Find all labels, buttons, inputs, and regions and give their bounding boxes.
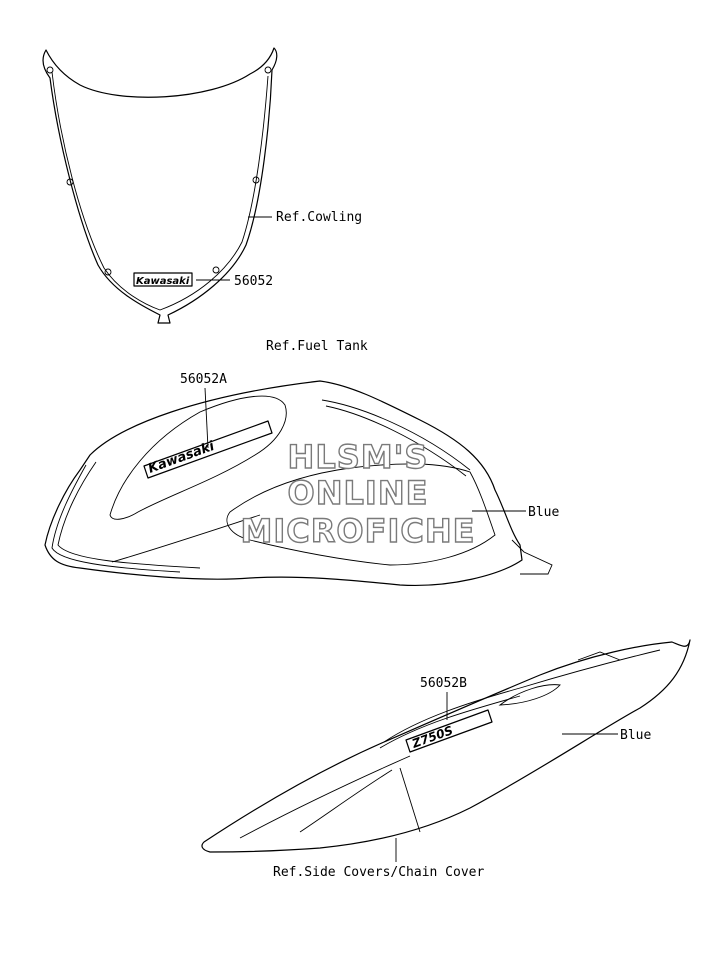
side-logo-decal [405, 709, 493, 753]
tank-logo-decal [143, 420, 273, 479]
windshield-logo-text: Kawasaki [136, 276, 190, 287]
tank-logo-text: Kawasaki [146, 439, 217, 477]
watermark-line2: ONLINE [288, 474, 429, 512]
side-cover-drawing: Z750S [201, 639, 691, 862]
label-ref-side-covers: Ref.Side Covers/Chain Cover [273, 865, 484, 880]
watermark-line3: MICROFICHE [241, 512, 476, 550]
windshield-drawing: Kawasaki [42, 47, 278, 324]
label-blue-side: Blue [620, 728, 651, 743]
label-part-56052: 56052 [234, 274, 273, 289]
label-blue-tank: Blue [528, 505, 559, 520]
label-ref-cowling: Ref.Cowling [276, 210, 362, 225]
watermark-line1: HLSM'S [288, 438, 429, 476]
label-ref-fuel-tank: Ref.Fuel Tank [266, 339, 368, 354]
label-part-56052B: 56052B [420, 676, 467, 691]
windshield-logo-decal [133, 272, 193, 287]
watermark: HLSM'S ONLINE MICROFICHE [240, 437, 476, 550]
label-part-56052A: 56052A [180, 372, 227, 387]
